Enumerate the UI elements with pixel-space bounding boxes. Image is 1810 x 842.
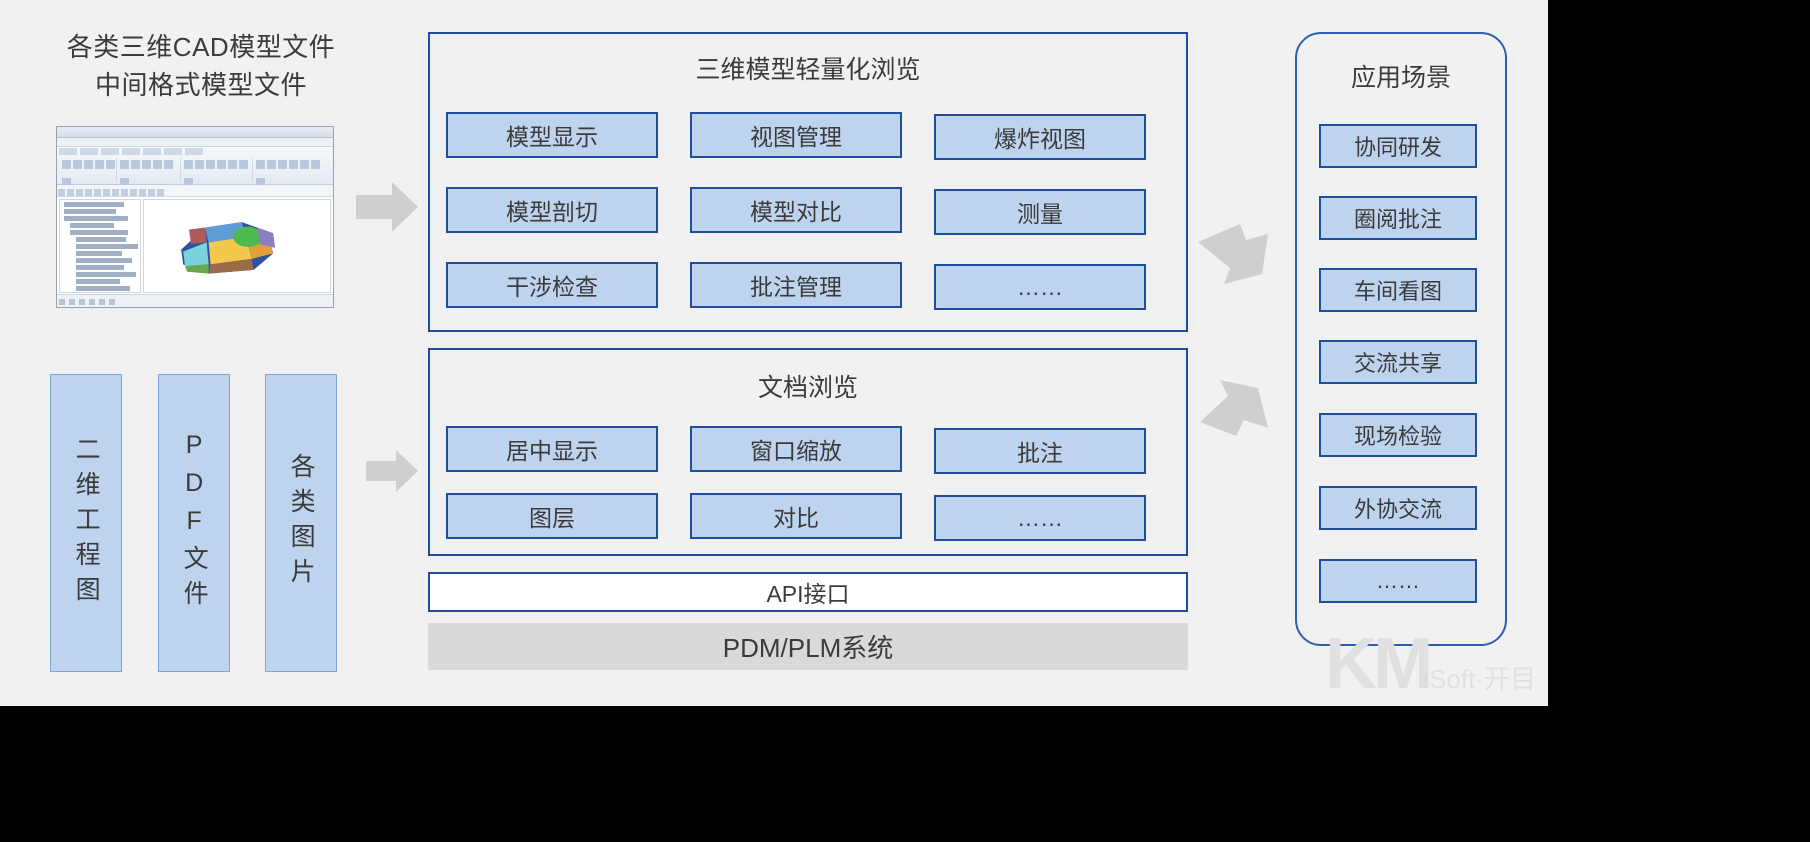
feature-model-more[interactable]: …… xyxy=(934,264,1146,310)
feature-compare[interactable]: 对比 xyxy=(690,493,902,539)
scenario-onsite-inspection[interactable]: 现场检验 xyxy=(1319,413,1477,457)
cad-3d-model-graphic xyxy=(181,222,276,274)
left-source-title-line1: 各类三维CAD模型文件 xyxy=(66,32,336,62)
cad-menu-bar xyxy=(57,138,333,147)
model-panel-title: 三维模型轻量化浏览 xyxy=(695,56,921,84)
scenarios-panel-title: 应用场景 xyxy=(1350,64,1451,92)
watermark-sub: Soft·开目 xyxy=(1429,664,1536,694)
company-watermark: KMSoft·开目 xyxy=(1325,628,1536,700)
source-bar-images: 各类图片 xyxy=(265,374,337,672)
api-interface-bar[interactable]: API接口 xyxy=(428,572,1188,612)
arrow-sources-to-doc-panel xyxy=(366,450,418,492)
arrow-cad-to-model-panel xyxy=(356,182,418,232)
feature-doc-more[interactable]: …… xyxy=(934,495,1146,541)
feature-annotation[interactable]: 批注 xyxy=(934,428,1146,474)
diagram-canvas: 各类三维CAD模型文件 中间格式模型文件 xyxy=(0,0,1548,706)
cad-ribbon-toolbar xyxy=(57,147,333,187)
scenario-collaborative-rd[interactable]: 协同研发 xyxy=(1319,124,1477,168)
cad-ribbon-group-2 xyxy=(119,158,181,187)
watermark-mark: KM xyxy=(1325,624,1433,704)
cad-ribbon-tabs xyxy=(59,148,333,156)
feature-model-section[interactable]: 模型剖切 xyxy=(446,187,658,233)
cad-title-bar xyxy=(57,127,333,138)
feature-center-display[interactable]: 居中显示 xyxy=(446,426,658,472)
arrow-model-panel-to-scenarios xyxy=(1196,222,1276,292)
cad-ribbon-group-1 xyxy=(61,158,117,187)
pdm-plm-system-bar: PDM/PLM系统 xyxy=(428,623,1188,670)
feature-annotation-management[interactable]: 批注管理 xyxy=(690,262,902,308)
scenario-communication-sharing[interactable]: 交流共享 xyxy=(1319,340,1477,384)
cad-model-tree-panel xyxy=(59,199,141,293)
model-lightweight-viewer-panel: 三维模型轻量化浏览 模型显示 视图管理 爆炸视图 模型剖切 模型对比 测量 干涉… xyxy=(428,32,1188,332)
doc-panel-title: 文档浏览 xyxy=(757,374,858,402)
cad-application-screenshot xyxy=(56,126,334,308)
scenario-shopfloor-viewing[interactable]: 车间看图 xyxy=(1319,268,1477,312)
feature-layers[interactable]: 图层 xyxy=(446,493,658,539)
feature-measure[interactable]: 测量 xyxy=(934,189,1146,235)
left-source-title-line2: 中间格式模型文件 xyxy=(94,70,307,100)
scenario-review-annotation[interactable]: 圈阅批注 xyxy=(1319,196,1477,240)
scenario-more[interactable]: …… xyxy=(1319,559,1477,603)
source-bar-2d-drawing: 二维工程图 xyxy=(50,374,122,672)
feature-model-compare[interactable]: 模型对比 xyxy=(690,187,902,233)
cad-ribbon-group-3 xyxy=(183,158,253,187)
cad-status-bar xyxy=(57,294,333,307)
cad-secondary-toolbar xyxy=(57,185,333,197)
feature-view-management[interactable]: 视图管理 xyxy=(690,112,902,158)
left-source-title: 各类三维CAD模型文件 中间格式模型文件 xyxy=(36,28,366,104)
arrow-doc-panel-to-scenarios xyxy=(1196,370,1276,440)
scenario-outsourcing-exchange[interactable]: 外协交流 xyxy=(1319,486,1477,530)
cad-ribbon-group-4 xyxy=(255,158,331,187)
feature-window-zoom[interactable]: 窗口缩放 xyxy=(690,426,902,472)
application-scenarios-panel: 应用场景 协同研发 圈阅批注 车间看图 交流共享 现场检验 外协交流 …… xyxy=(1295,32,1507,646)
source-bar-pdf: PDF文件 xyxy=(158,374,230,672)
document-viewer-panel: 文档浏览 居中显示 窗口缩放 批注 图层 对比 …… xyxy=(428,348,1188,556)
cad-3d-viewport xyxy=(143,199,331,293)
feature-model-display[interactable]: 模型显示 xyxy=(446,112,658,158)
feature-interference-check[interactable]: 干涉检查 xyxy=(446,262,658,308)
feature-exploded-view[interactable]: 爆炸视图 xyxy=(934,114,1146,160)
